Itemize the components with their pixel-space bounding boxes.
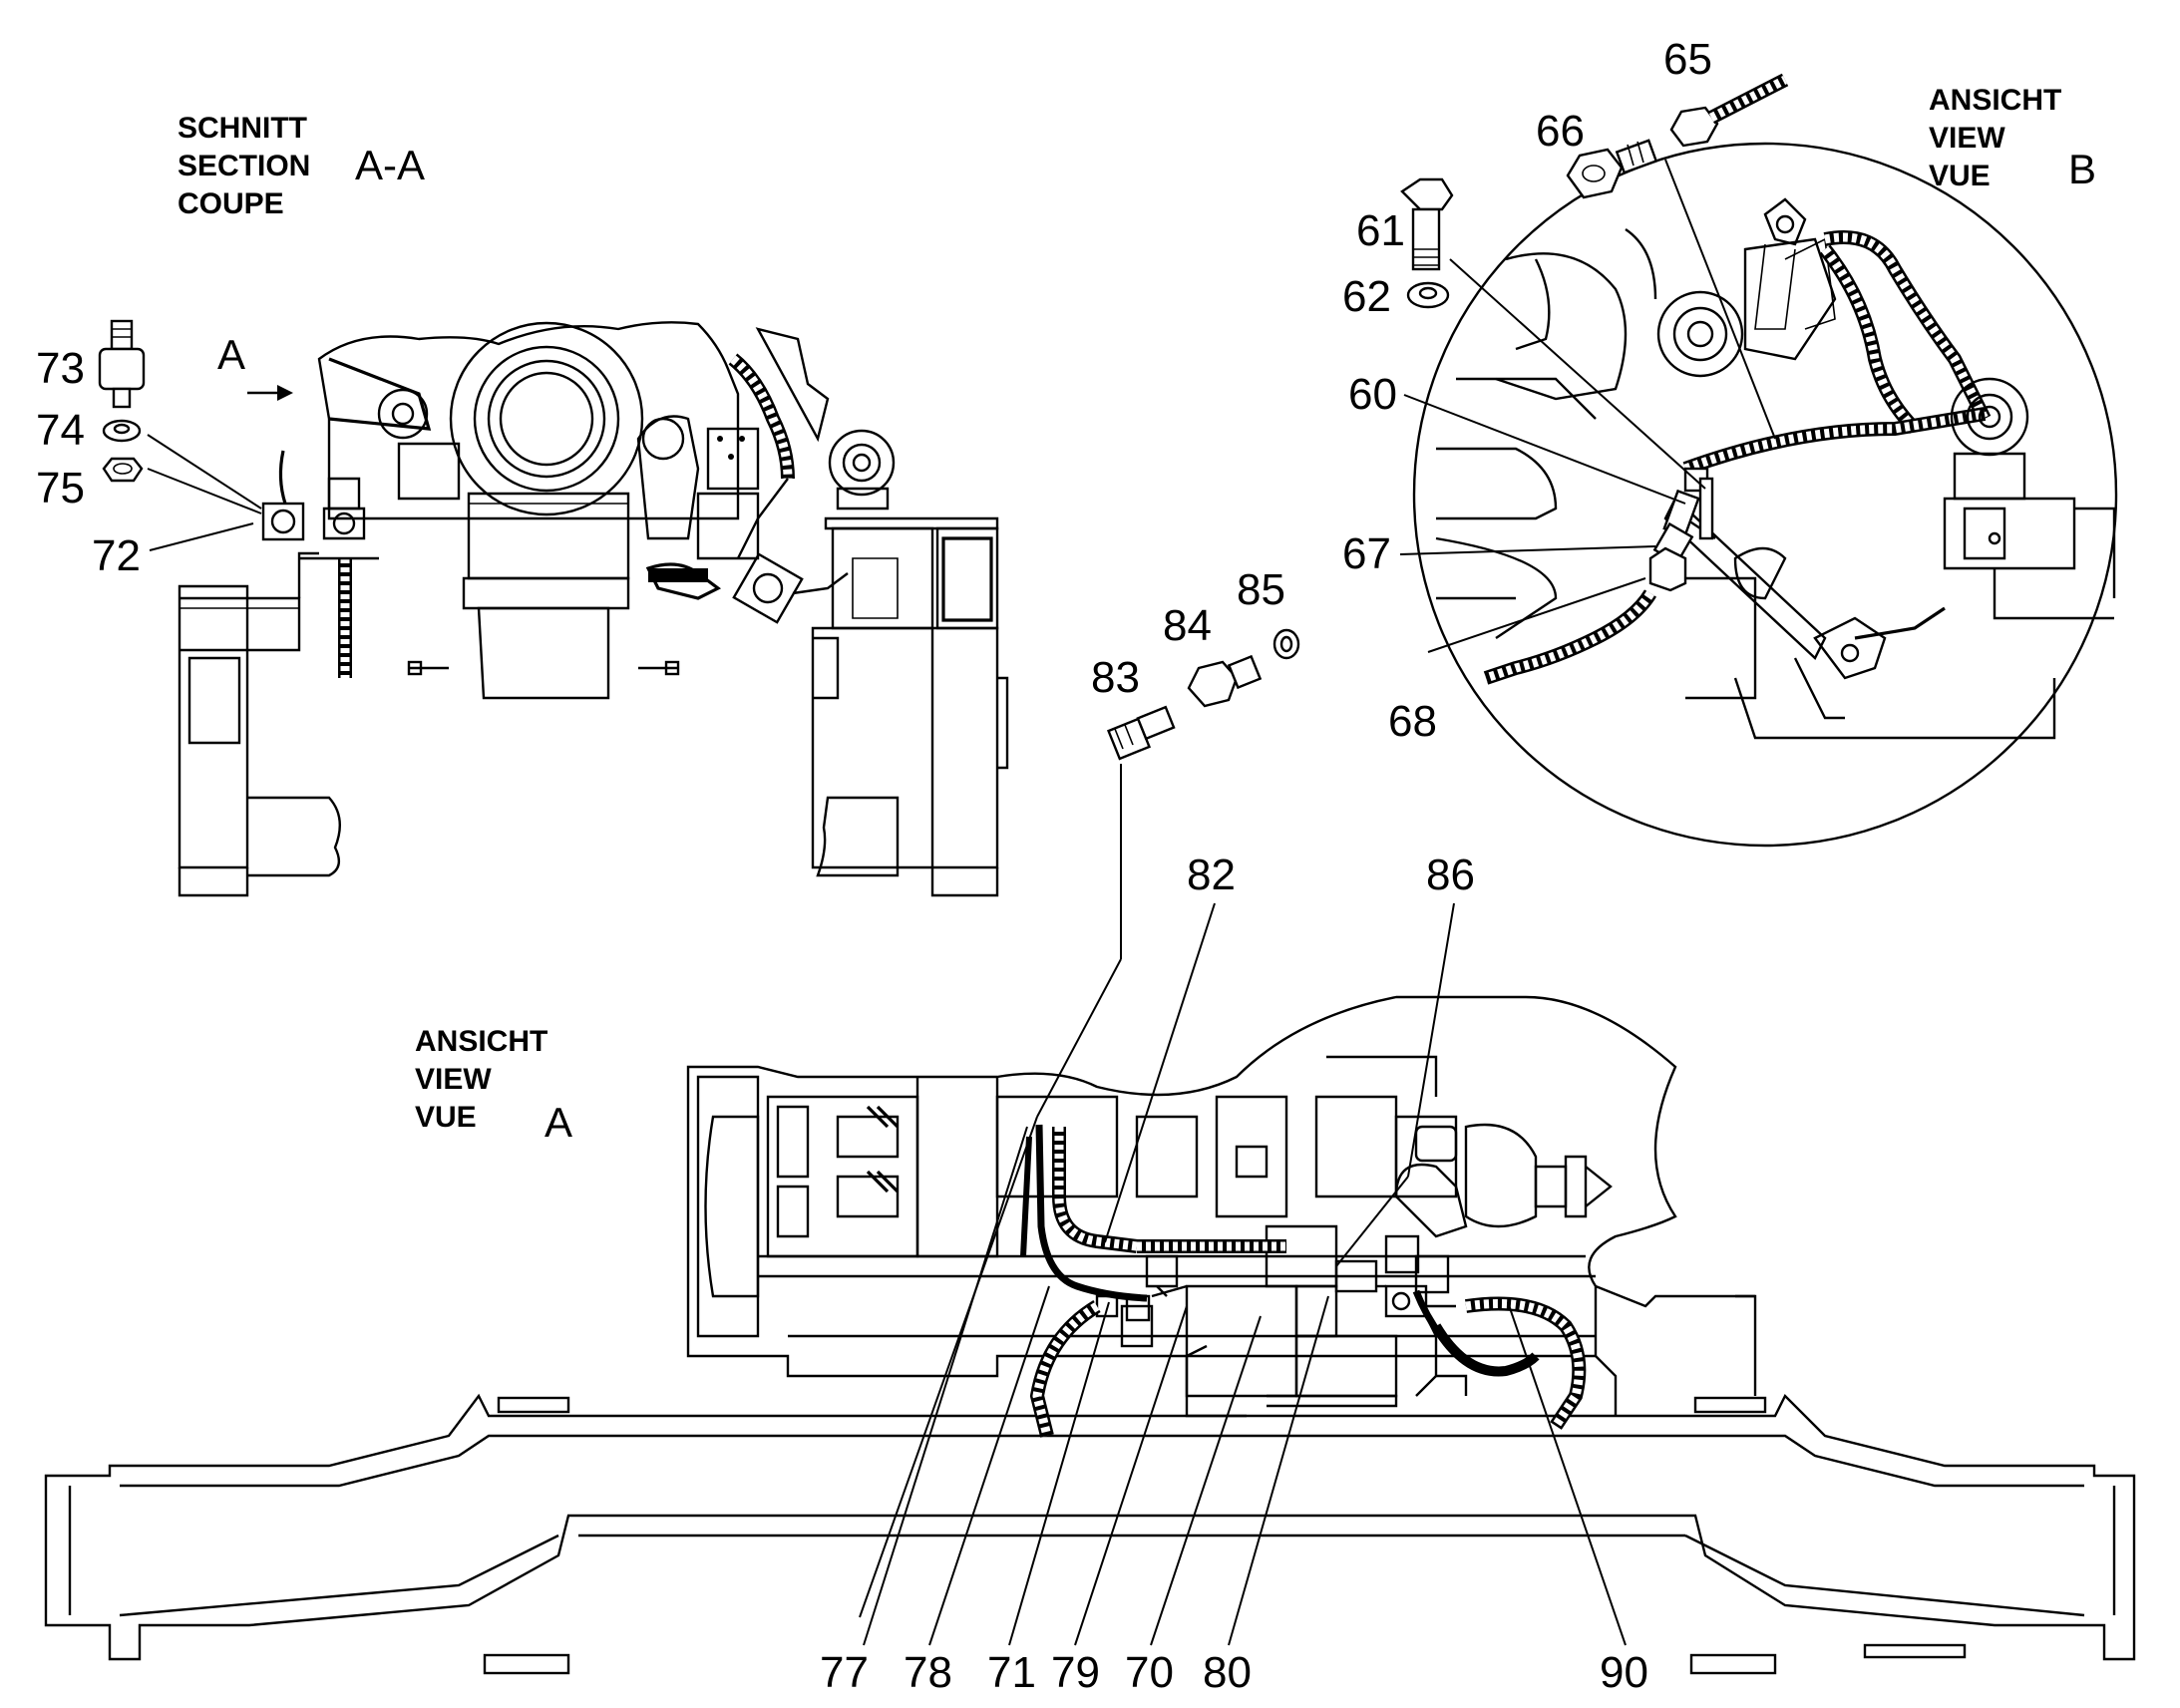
part-73-rubber-mount	[98, 319, 146, 409]
callout-62: 62	[1342, 272, 1391, 321]
section-aa-drawing: SCHNITT SECTION COUPE A-A A	[178, 112, 1009, 897]
callout-84: 84	[1163, 601, 1212, 650]
view-a-direction-arrow	[247, 385, 293, 401]
view-a-title-fr: VUE	[415, 1101, 477, 1134]
part-61-bolt	[1400, 177, 1454, 271]
callout-77: 77	[820, 1648, 869, 1697]
callout-67: 67	[1342, 529, 1391, 578]
leader-lines	[147, 159, 1776, 1646]
view-b-detail-circle	[1412, 142, 2118, 848]
section-aa-title-en: SECTION	[178, 150, 310, 182]
part-62-washer	[1406, 281, 1450, 309]
callout-80: 80	[1203, 1648, 1252, 1697]
callout-86: 86	[1426, 851, 1475, 899]
callout-90: 90	[1600, 1648, 1648, 1697]
view-b-title-en: VIEW	[1929, 122, 2005, 155]
view-b-title-de: ANSICHT	[1929, 84, 2061, 117]
part-84-plug	[1187, 654, 1263, 708]
callout-72: 72	[92, 531, 141, 580]
part-83-nipple	[1106, 705, 1176, 761]
callout-83: 83	[1091, 653, 1140, 702]
part-65-hose-screw	[1669, 73, 1789, 148]
part-75-nut	[102, 457, 144, 483]
callout-73: 73	[36, 344, 85, 393]
view-b-title-fr: VUE	[1929, 160, 1991, 192]
callout-66: 66	[1536, 107, 1585, 156]
view-b-designator: B	[2068, 146, 2096, 192]
part-66-fitting	[1566, 139, 1658, 199]
callout-71: 71	[987, 1648, 1036, 1697]
callout-61: 61	[1356, 206, 1405, 255]
callout-78: 78	[904, 1648, 952, 1697]
callout-75: 75	[36, 464, 85, 512]
view-a-designator: A	[545, 1099, 572, 1146]
callout-68: 68	[1388, 697, 1437, 746]
section-aa-title-fr: COUPE	[178, 187, 284, 220]
section-aa-title-de: SCHNITT	[178, 112, 307, 145]
callout-79: 79	[1051, 1648, 1100, 1697]
callout-74: 74	[36, 406, 85, 455]
callout-70: 70	[1125, 1648, 1174, 1697]
callout-82: 82	[1187, 851, 1236, 899]
view-a-title-en: VIEW	[415, 1063, 492, 1096]
part-74-washer	[102, 419, 142, 443]
callout-65: 65	[1663, 35, 1712, 84]
callout-60: 60	[1348, 370, 1397, 419]
section-aa-designator: A-A	[355, 142, 425, 188]
callout-numbers: 73 74 75 72 65 66 61 62 60 67 68 83 84 8…	[36, 35, 1712, 1697]
view-a-title-de: ANSICHT	[415, 1025, 547, 1058]
callout-85: 85	[1237, 565, 1285, 614]
view-a-drawing: ANSICHT VIEW VUE A	[44, 995, 2136, 1675]
part-85-seal-ring	[1272, 628, 1300, 660]
view-b-drawing: ANSICHT VIEW VUE B	[1412, 84, 2118, 848]
view-a-direction-label: A	[217, 331, 245, 378]
